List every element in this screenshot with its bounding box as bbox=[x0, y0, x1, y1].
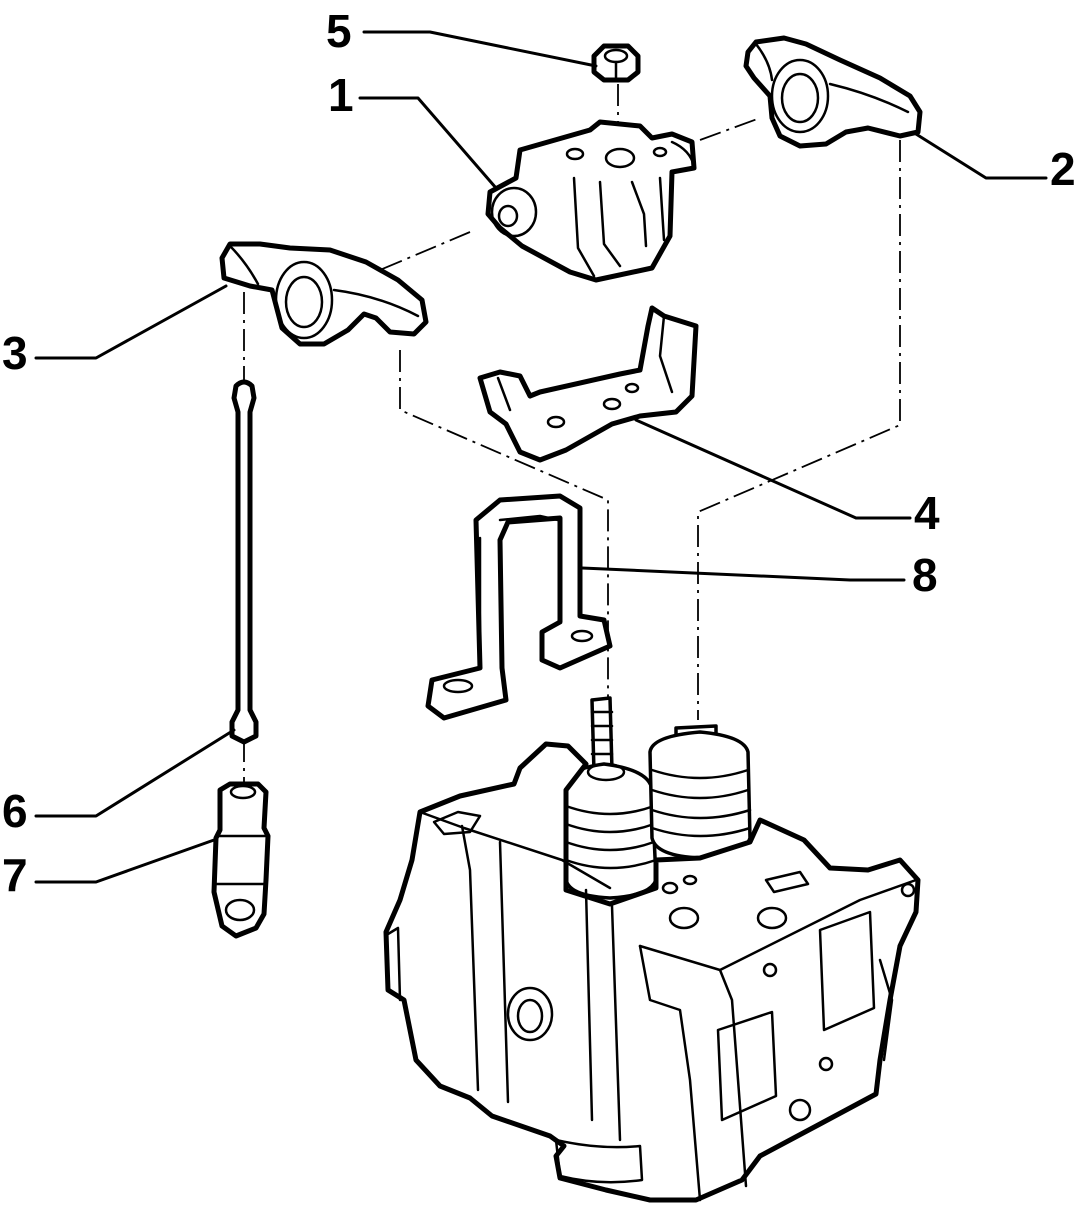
cylinder-head bbox=[383, 741, 921, 1203]
callout-6: 6 bbox=[2, 785, 28, 837]
part-5-nut bbox=[591, 43, 641, 83]
leader-5 bbox=[362, 30, 598, 68]
part-6-push-rod bbox=[229, 379, 259, 745]
leader-4 bbox=[634, 418, 912, 520]
leader-1 bbox=[358, 96, 498, 190]
part-2-rocker-arm-right bbox=[743, 35, 923, 149]
part-3-rocker-arm-left bbox=[219, 241, 429, 347]
callout-7: 7 bbox=[2, 849, 28, 901]
part-4-clip-plate bbox=[477, 305, 699, 463]
leader-2 bbox=[914, 132, 1048, 180]
leader-3 bbox=[34, 284, 228, 360]
part-8-bracket bbox=[425, 493, 613, 721]
callout-3: 3 bbox=[2, 327, 28, 379]
leader-6 bbox=[34, 728, 236, 818]
leader-lines bbox=[34, 30, 1048, 884]
leader-7 bbox=[34, 838, 216, 884]
leader-8 bbox=[580, 566, 906, 582]
callout-8: 8 bbox=[912, 549, 938, 601]
callout-2: 2 bbox=[1050, 143, 1076, 195]
assembly-axes bbox=[243, 84, 901, 785]
part-1-rocker-support bbox=[485, 119, 697, 283]
part-7-tappet bbox=[211, 781, 271, 939]
callout-5: 5 bbox=[326, 5, 352, 57]
callout-1: 1 bbox=[328, 69, 354, 121]
callout-4: 4 bbox=[914, 487, 940, 539]
